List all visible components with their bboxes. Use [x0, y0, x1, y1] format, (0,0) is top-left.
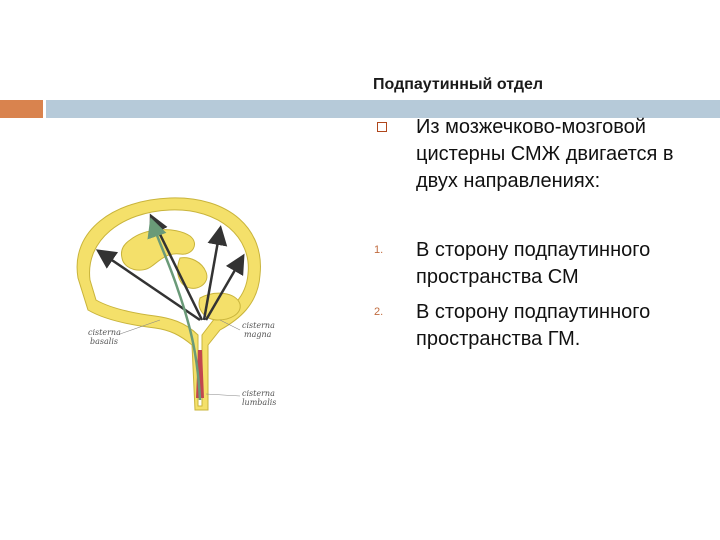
label-cisterna-basalis-2: basalis — [90, 337, 118, 346]
arrow-green — [147, 217, 202, 401]
bullet-list: Из мозжечково-мозговой цистерны СМЖ двиг… — [370, 112, 710, 353]
square-bullet-icon — [377, 122, 387, 132]
header-accent-orange — [0, 100, 43, 118]
leader-line-lumbalis — [205, 393, 241, 397]
number-marker: 2. — [374, 306, 384, 318]
arrow-dark — [204, 253, 245, 321]
number-marker: 1. — [374, 244, 384, 256]
csf-circulation-diagram: cisterna basalis cisterna magna cisterna… — [76, 197, 276, 411]
label-cisterna-basalis-1: cisterna — [88, 328, 121, 337]
slide-title: Подпаутинный отдел — [373, 76, 544, 93]
bullet-text: Из мозжечково-мозговой цистерны СМЖ двиг… — [416, 116, 674, 192]
bullet-text: В сторону подпаутинного пространства ГМ. — [416, 301, 651, 350]
leader-line-basalis — [119, 319, 161, 335]
arrow-dark — [202, 225, 228, 321]
numbered-item: 1. В сторону подпаутинного пространства … — [370, 237, 710, 291]
label-cisterna-magna-2: magna — [244, 330, 272, 339]
numbered-item: 2. В сторону подпаутинного пространства … — [370, 299, 710, 353]
third-ventricle-shape — [177, 257, 208, 289]
bullet-text: В сторону подпаутинного пространства СМ — [416, 239, 651, 288]
bullet-item: Из мозжечково-мозговой цистерны СМЖ двиг… — [370, 114, 710, 195]
header-accent-blue — [46, 100, 720, 118]
label-cisterna-lumbalis-2: lumbalis — [242, 398, 276, 407]
label-cisterna-lumbalis-1: cisterna — [242, 389, 275, 398]
label-cisterna-magna-1: cisterna — [242, 321, 275, 330]
leader-line-magna — [219, 319, 241, 331]
